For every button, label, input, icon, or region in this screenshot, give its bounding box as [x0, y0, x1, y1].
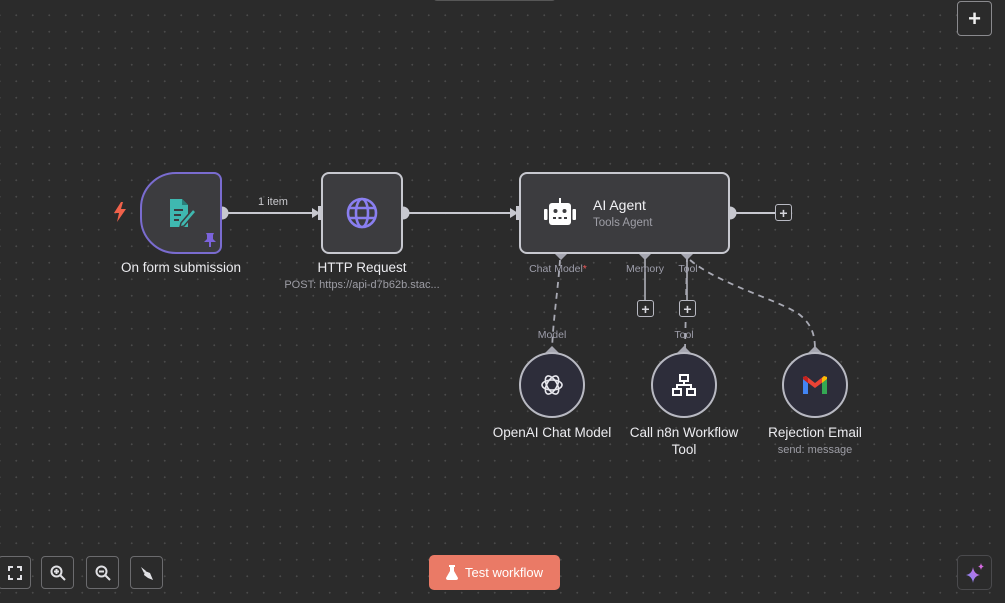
sparkle-icon: [965, 562, 984, 583]
robot-icon: [544, 198, 576, 225]
fit-view-icon: [7, 565, 22, 580]
node-title-rejection-email: Rejection Email: [768, 425, 862, 440]
fit-view-button[interactable]: [0, 556, 31, 589]
node-rejection-email[interactable]: [782, 352, 848, 418]
add-node-button[interactable]: +: [957, 1, 992, 36]
add-memory-button[interactable]: +: [637, 300, 654, 317]
node-subtitle-http: POST: https://api-d7b62b.stac...: [284, 279, 440, 291]
zoom-in-icon: [50, 565, 66, 581]
zoom-out-button[interactable]: [86, 556, 119, 589]
lightning-bolt-icon: [114, 202, 126, 222]
node-ai-agent[interactable]: AI Agent Tools Agent: [519, 172, 730, 254]
pin-icon: [204, 233, 216, 247]
port-label-tool-sub: Tool: [674, 329, 694, 341]
zoom-in-button[interactable]: [41, 556, 74, 589]
broom-icon: [140, 566, 153, 580]
globe-icon: [346, 197, 378, 229]
sitemap-icon: [672, 374, 696, 396]
openai-icon: [541, 375, 563, 395]
node-title-workflow-tool: Call n8n Workflow Tool: [629, 425, 739, 457]
top-panel-handle[interactable]: [433, 0, 556, 1]
port-label-chat-model: Chat Model*: [529, 263, 587, 275]
node-subtitle-rejection-email: send: message: [777, 444, 853, 456]
node-call-workflow-tool[interactable]: [651, 352, 717, 418]
tidy-up-button[interactable]: [130, 556, 163, 589]
add-output-node-button[interactable]: +: [775, 204, 792, 221]
gmail-icon: [803, 376, 827, 394]
node-subtitle-agent: Tools Agent: [593, 216, 653, 229]
flask-icon: [445, 565, 458, 580]
arrow-head: [312, 208, 320, 218]
connection-item-count: 1 item: [258, 196, 288, 208]
node-openai-chat-model[interactable]: [519, 352, 585, 418]
test-workflow-button[interactable]: Test workflow: [429, 555, 560, 590]
port-label-tool: Tool: [678, 263, 698, 275]
port-label-model: Model: [537, 329, 567, 341]
node-title-openai: OpenAI Chat Model: [492, 425, 612, 440]
ai-assistant-button[interactable]: [957, 555, 992, 590]
node-http-request[interactable]: [321, 172, 403, 254]
node-title-agent: AI Agent: [593, 196, 646, 213]
test-workflow-label: Test workflow: [464, 565, 544, 580]
connection-tool-gmail: [689, 259, 816, 351]
form-icon: [170, 199, 198, 229]
node-title-trigger: On form submission: [120, 260, 242, 275]
add-tool-button[interactable]: +: [679, 300, 696, 317]
arrow-head: [510, 208, 518, 218]
port-label-memory: Memory: [626, 263, 664, 275]
zoom-out-icon: [95, 565, 111, 581]
node-title-http: HTTP Request: [317, 260, 407, 275]
